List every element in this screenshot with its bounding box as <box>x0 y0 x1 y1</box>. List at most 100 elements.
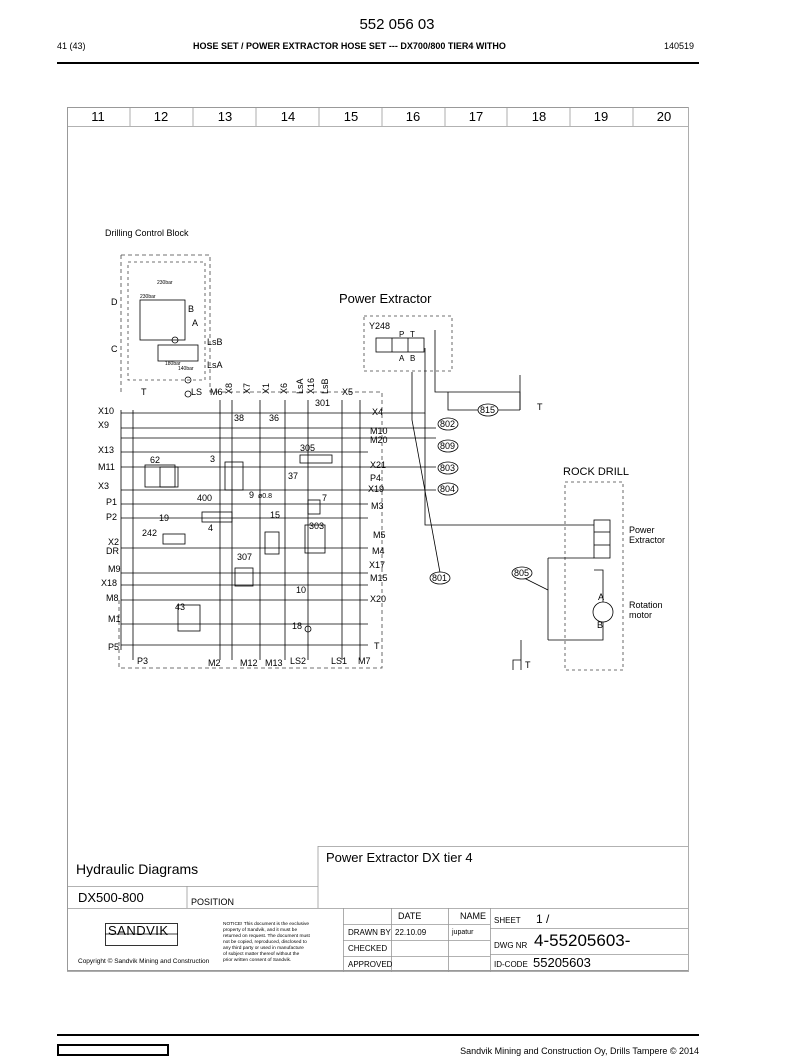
port-label: M10 <box>370 426 388 436</box>
drawing-subtitle: Power Extractor DX tier 4 <box>326 850 473 865</box>
component-label: ø0.8 <box>258 493 272 500</box>
port-label: X20 <box>370 594 386 604</box>
sheet-label: SHEET <box>494 916 521 925</box>
port-label: D <box>111 297 118 307</box>
component-label: 19 <box>159 513 169 523</box>
hose-label: 801 <box>432 573 447 583</box>
id-code-label: ID-CODE <box>494 960 528 969</box>
position-label: POSITION <box>191 897 235 907</box>
port-label: LsA <box>207 360 223 370</box>
copyright-text: Copyright © Sandvik Mining and Construct… <box>78 958 210 965</box>
port-label: X8 <box>224 383 234 394</box>
port-label: LsA <box>295 378 305 394</box>
component-label: 38 <box>234 413 244 423</box>
rock-drill-label: A <box>598 592 604 602</box>
port-label: P3 <box>137 656 148 666</box>
component-label: 303 <box>309 521 324 531</box>
valve-port: P <box>399 330 404 339</box>
relief-label: 230bar <box>140 294 156 300</box>
port-label: M9 <box>108 564 121 574</box>
port-label: M13 <box>265 658 283 668</box>
port-label: T <box>141 387 147 397</box>
port-label: X1 <box>261 383 271 394</box>
model-name: DX500-800 <box>78 890 144 905</box>
component-label: 400 <box>197 493 212 503</box>
port-label: M1 <box>108 614 121 624</box>
relief-label: 230bar <box>157 280 173 286</box>
page-number: 41 (43) <box>57 41 86 51</box>
rock-drill-label: Extractor <box>629 535 665 545</box>
port-label: X5 <box>342 387 353 397</box>
port-label: M11 <box>98 462 115 472</box>
port-label: LS <box>191 387 202 397</box>
port-label: M3 <box>371 501 384 511</box>
id-code-value: 55205603 <box>533 955 591 970</box>
hose-label: 802 <box>440 419 455 429</box>
checked-label: CHECKED <box>348 944 388 953</box>
header-date: 140519 <box>664 41 695 51</box>
component-label: 36 <box>269 413 279 423</box>
hose-label: 809 <box>440 441 455 451</box>
port-label: P1 <box>106 497 117 507</box>
grid-col-13: 13 <box>218 109 232 124</box>
port-label: M5 <box>373 530 386 540</box>
approved-label: APPROVED <box>348 960 393 969</box>
grid-col-11: 11 <box>91 109 105 124</box>
component-label: 15 <box>270 510 280 520</box>
extractor-title: Power Extractor <box>339 291 432 306</box>
hose-label: 804 <box>440 484 455 494</box>
port-label: 301 <box>315 398 330 408</box>
date-header: DATE <box>398 911 422 921</box>
port-label: X9 <box>98 420 109 430</box>
grid-col-15: 15 <box>344 109 358 124</box>
component-label: 7 <box>322 493 327 503</box>
block-title: Drilling Control Block <box>105 228 189 238</box>
port-label: X7 <box>242 383 252 394</box>
port-label: X19 <box>368 484 384 494</box>
relief-label: 180bar <box>165 361 181 367</box>
rock-drill-label: B <box>597 620 603 630</box>
rock-drill-label: Power <box>629 525 655 535</box>
port-label: M20 <box>370 435 388 445</box>
footer-logo <box>57 1044 169 1056</box>
port-label: X10 <box>98 406 114 416</box>
component-label: 62 <box>150 455 160 465</box>
dwg-number: 4-55205603- <box>534 931 631 950</box>
port-label: M4 <box>372 546 385 556</box>
port-label: X6 <box>279 383 289 394</box>
valve-port: T <box>410 330 415 339</box>
port-label: M6 <box>210 387 223 397</box>
sandvik-logo: SANDVIK <box>108 923 169 938</box>
port-label: P5 <box>108 642 119 652</box>
port-label: LS1 <box>331 656 347 666</box>
valve-port: A <box>399 354 405 363</box>
sheet-value: 1 / <box>536 912 550 926</box>
drawn-by-label: DRAWN BY <box>348 928 391 937</box>
rock-drill-label: T <box>525 660 531 670</box>
component-label: 4 <box>208 523 213 533</box>
port-label: X17 <box>369 560 385 570</box>
grid-col-16: 16 <box>406 109 420 124</box>
port-label: C <box>111 344 118 354</box>
port-label: P4 <box>370 473 381 483</box>
port-label: X3 <box>98 481 109 491</box>
component-label: 43 <box>175 602 185 612</box>
name-header: NAME <box>460 911 487 921</box>
port-label: LS2 <box>290 656 306 666</box>
header-rule <box>57 62 699 64</box>
port-label: T <box>374 641 380 651</box>
port-label: X13 <box>98 445 114 455</box>
port-label: M12 <box>240 658 258 668</box>
extractor-tank-label: T <box>537 402 543 412</box>
component-label: 10 <box>296 585 306 595</box>
port-label: LsB <box>320 378 330 394</box>
footer-rule <box>57 1034 699 1036</box>
port-label: M2 <box>208 658 221 668</box>
notice-text: NOTICE! This document is the exclusive p… <box>223 922 310 963</box>
grid-col-20: 20 <box>657 109 671 124</box>
rock-drill-title: ROCK DRILL <box>563 466 629 478</box>
grid-col-18: 18 <box>532 109 546 124</box>
port-label: M7 <box>358 656 371 666</box>
component-label: 37 <box>288 471 298 481</box>
hose-label: 815 <box>480 405 495 415</box>
